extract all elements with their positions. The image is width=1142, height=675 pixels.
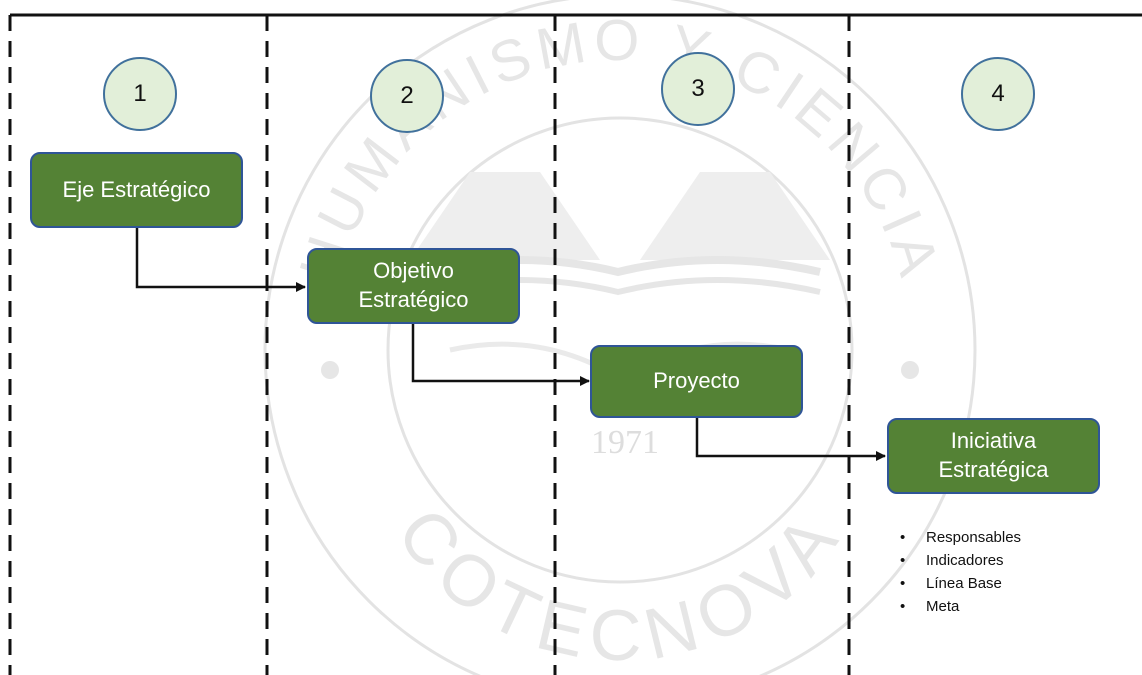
node-label-line: Objetivo bbox=[373, 258, 454, 284]
step-circle-1: 1 bbox=[103, 57, 177, 131]
node-iniciativa-estrategica: Iniciativa Estratégica bbox=[887, 418, 1100, 494]
node-label-line: Iniciativa bbox=[950, 428, 1037, 454]
list-item: Indicadores bbox=[900, 549, 1021, 572]
list-item: Responsables bbox=[900, 526, 1021, 549]
list-item: Línea Base bbox=[900, 572, 1021, 595]
node-label: Proyecto bbox=[653, 368, 740, 394]
node-label-line: Estratégico bbox=[358, 287, 469, 312]
connector-proyecto-to-iniciativa bbox=[695, 417, 886, 461]
node-label: Eje Estratégico bbox=[62, 176, 211, 202]
connector-objetivo-to-proyecto bbox=[411, 323, 590, 386]
watermark-bottom-text: COTECNOVA bbox=[381, 494, 858, 675]
node-objetivo-estrategico: Objetivo Estratégico bbox=[307, 248, 520, 324]
watermark-year: 1971 bbox=[591, 424, 659, 461]
iniciativa-details-list: Responsables Indicadores Línea Base Meta bbox=[900, 526, 1021, 618]
connector-eje-to-objetivo bbox=[135, 227, 306, 292]
frame bbox=[8, 13, 1142, 675]
node-proyecto: Proyecto bbox=[590, 345, 803, 418]
step-number: 2 bbox=[400, 82, 414, 109]
step-number: 4 bbox=[991, 80, 1005, 107]
step-number: 3 bbox=[691, 75, 705, 102]
step-number: 1 bbox=[133, 80, 147, 107]
list-item: Meta bbox=[900, 595, 1021, 618]
step-circle-2: 2 bbox=[370, 59, 444, 133]
node-eje-estrategico: Eje Estratégico bbox=[30, 152, 243, 228]
step-circle-3: 3 bbox=[661, 52, 735, 126]
step-circle-4: 4 bbox=[961, 57, 1035, 131]
node-label-line: Estratégica bbox=[938, 457, 1049, 482]
watermark-top-text: HUMANISMO Y CIENCIA bbox=[287, 8, 953, 288]
connectors bbox=[135, 227, 886, 461]
